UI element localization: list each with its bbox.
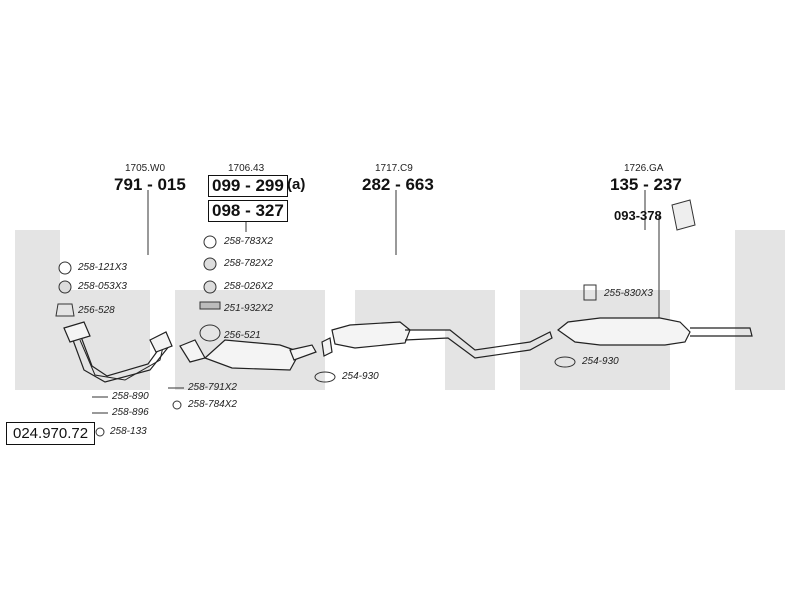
nut-icon xyxy=(203,280,217,294)
ref-label: 1705.W0 xyxy=(125,163,166,174)
part-suffix: (a) xyxy=(287,176,306,193)
leader-lines xyxy=(147,190,660,320)
watermark-logo xyxy=(15,230,785,390)
ring-icon xyxy=(203,235,217,249)
spring-nut-icon xyxy=(203,257,217,271)
ref-label: 1717.C9 xyxy=(375,163,413,174)
hardware-label: 258-121X3 xyxy=(78,262,127,273)
hardware-icons xyxy=(55,199,696,437)
hardware-label: 258-890 xyxy=(112,391,149,402)
hardware-label: 256-521 xyxy=(224,330,261,341)
box-icon xyxy=(671,199,696,231)
washer-icon xyxy=(95,427,105,437)
hardware-label: 254-930 xyxy=(582,356,619,367)
ref-label: 1706.43 xyxy=(228,163,265,174)
hardware-label: 258-053X3 xyxy=(78,281,127,292)
part-number-boxed[interactable]: 099 - 299 xyxy=(208,175,288,197)
hardware-label: 251-932X2 xyxy=(224,303,273,314)
hardware-label: 258-783X2 xyxy=(224,236,273,247)
hardware-label: 258-896 xyxy=(112,407,149,418)
clamp-icon xyxy=(314,371,336,383)
nut-icon xyxy=(58,280,72,294)
hardware-label: 258-784X2 xyxy=(188,399,237,410)
gasket-icon xyxy=(55,303,75,317)
hardware-label: 258-026X2 xyxy=(224,281,273,292)
catalytic-converter-part xyxy=(179,339,317,371)
hanger-icon xyxy=(583,284,597,301)
spring-icon xyxy=(199,301,221,310)
hardware-label: 258-791X2 xyxy=(188,382,237,393)
center-silencer-part xyxy=(321,321,553,359)
hardware-label: 258-782X2 xyxy=(224,258,273,269)
part-number-boxed[interactable]: 098 - 327 xyxy=(208,200,288,222)
gasket-icon xyxy=(199,324,221,342)
front-pipe-part xyxy=(63,321,173,383)
hardware-label: 255-830X3 xyxy=(604,288,653,299)
part-number[interactable]: 135 - 237 xyxy=(610,175,682,194)
part-number-small[interactable]: 093-378 xyxy=(614,208,662,223)
clamp-icon xyxy=(554,356,576,368)
rear-silencer-part xyxy=(557,317,753,346)
ref-label: 1726.GA xyxy=(624,163,664,174)
hardware-label: 258-133 xyxy=(110,426,147,437)
part-number[interactable]: 282 - 663 xyxy=(362,175,434,194)
ring-icon xyxy=(58,261,72,275)
set-number-box[interactable]: 024.970.72 xyxy=(6,422,96,445)
washer-icon xyxy=(172,400,182,410)
hardware-label: 254-930 xyxy=(342,371,379,382)
hardware-label: 256-528 xyxy=(78,305,115,316)
part-number[interactable]: 791 - 015 xyxy=(114,175,186,194)
